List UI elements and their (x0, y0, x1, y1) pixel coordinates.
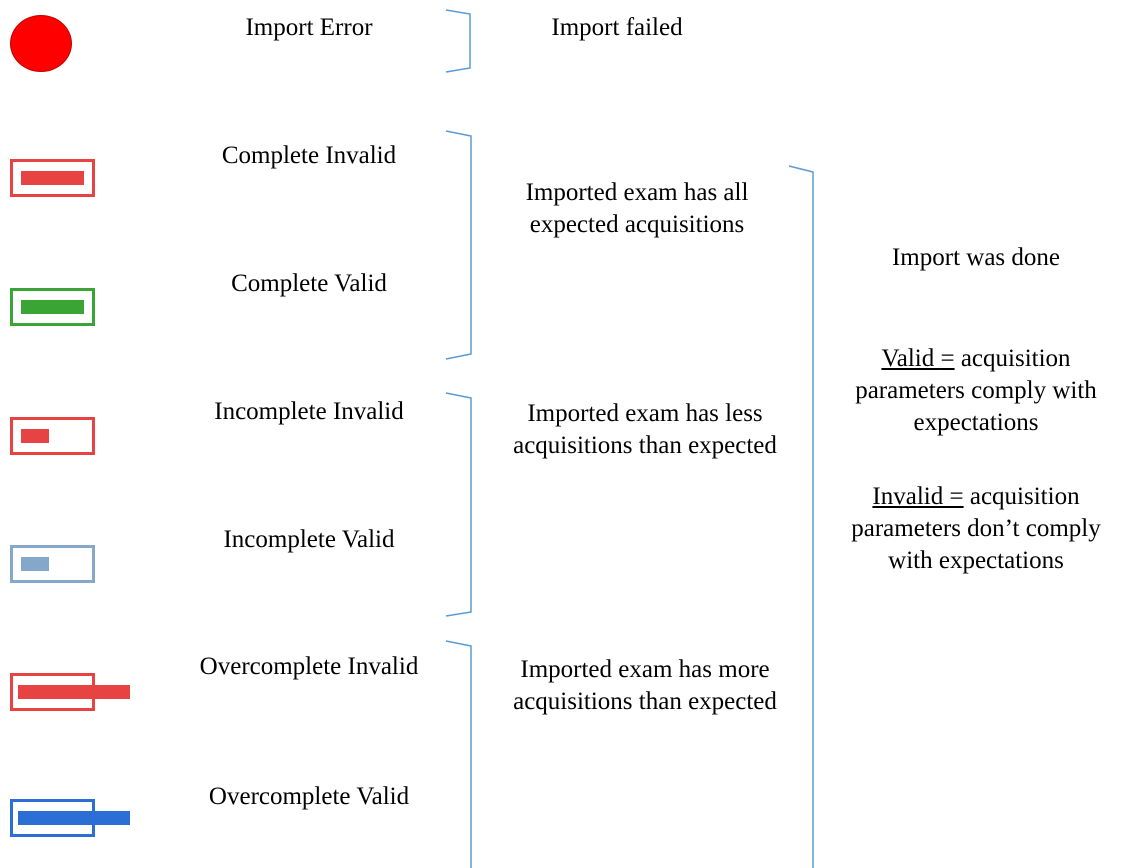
label-incomplete-invalid: Incomplete Invalid (214, 398, 404, 425)
valid-def-line2: parameters comply with (855, 377, 1097, 404)
group-incomplete-line1: Imported exam has less (527, 400, 763, 427)
valid-definition: Valid = acquisition parameters comply wi… (855, 343, 1097, 439)
label-complete-invalid: Complete Invalid (221, 142, 397, 169)
valid-def-line1: acquisition (954, 345, 1071, 372)
group-complete-line1: Imported exam has all (525, 179, 749, 206)
invalid-def-line3: with expectations (888, 547, 1064, 574)
label-overcomplete-valid: Overcomplete Valid (208, 783, 410, 810)
bracket-complete (445, 130, 472, 360)
complete-invalid-icon (10, 159, 95, 197)
label-overcomplete-invalid: Overcomplete Invalid (199, 653, 419, 680)
label-import-error: Import Error (245, 14, 373, 41)
summary-title: Import was done (891, 244, 1061, 271)
group-import-failed: Import failed (551, 14, 683, 41)
group-overcomplete: Imported exam has more acquisitions than… (513, 654, 777, 718)
group-overcomplete-line1: Imported exam has more (520, 656, 770, 683)
overcomplete-valid-icon (10, 799, 130, 839)
invalid-eq: = (949, 483, 964, 510)
group-complete-line2: expected acquisitions (529, 211, 745, 238)
bracket-import-error (445, 9, 471, 73)
invalid-term: Invalid (872, 483, 950, 510)
valid-eq: = (940, 345, 955, 372)
valid-def-line3: expectations (913, 409, 1039, 436)
bracket-incomplete (445, 392, 472, 617)
overcomplete-invalid-icon (10, 673, 130, 713)
invalid-def-line1: acquisition (963, 483, 1080, 510)
group-complete: Imported exam has all expected acquisiti… (526, 177, 749, 241)
label-complete-valid: Complete Valid (231, 270, 387, 297)
invalid-def-line2: parameters don’t comply (851, 515, 1101, 542)
group-incomplete: Imported exam has less acquisitions than… (513, 398, 777, 462)
red-circle-icon (10, 15, 72, 72)
incomplete-invalid-icon (10, 417, 95, 455)
bracket-import-done (788, 165, 814, 868)
complete-valid-icon (10, 288, 95, 326)
valid-term: Valid (881, 345, 941, 372)
bracket-overcomplete (445, 640, 472, 868)
group-overcomplete-line2: acquisitions than expected (513, 688, 777, 715)
incomplete-valid-icon (10, 545, 95, 583)
label-incomplete-valid: Incomplete Valid (223, 526, 395, 553)
group-incomplete-line2: acquisitions than expected (513, 432, 777, 459)
invalid-definition: Invalid = acquisition parameters don’t c… (851, 481, 1100, 577)
